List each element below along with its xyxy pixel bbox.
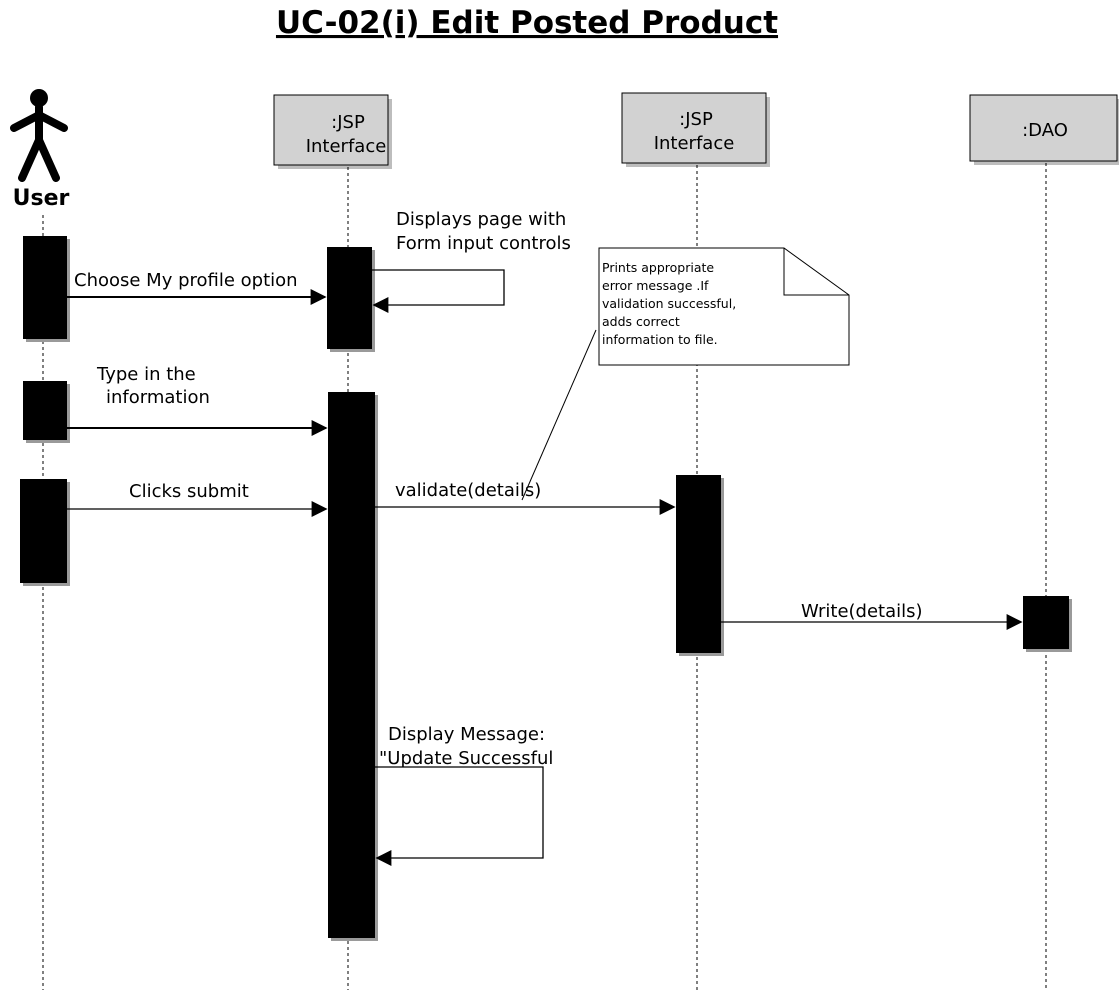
note: Prints appropriate error message .If val…	[521, 247, 850, 501]
diagram-title: UC-02(i) Edit Posted Product	[276, 5, 778, 41]
participant-jsp-interface-2: :JSP Interface	[621, 92, 770, 167]
message-label: Displays page with	[396, 209, 566, 230]
activation-jsp1-2	[328, 392, 378, 941]
message-label: Form input controls	[396, 233, 571, 254]
participant-label: :JSP	[331, 112, 365, 133]
message-label: Clicks submit	[129, 481, 249, 502]
participant-label: :JSP	[679, 109, 713, 130]
participant-label: Interface	[654, 133, 735, 154]
message-arrow	[372, 269, 505, 313]
actor-label: User	[13, 186, 70, 211]
activation-dao	[1023, 596, 1072, 652]
participant-label: :DAO	[1022, 120, 1068, 141]
message-label: "Update Successful	[379, 748, 553, 769]
message-label: Choose My profile option	[74, 270, 298, 291]
activation-user-2	[23, 381, 70, 443]
message-arrow	[375, 766, 544, 866]
activation-user-1	[23, 236, 70, 342]
participant-dao: :DAO	[969, 94, 1119, 165]
note-connector	[521, 329, 597, 501]
note-line: adds correct	[602, 314, 680, 329]
note-line: error message .If	[602, 278, 709, 293]
message-label: validate(details)	[395, 480, 541, 501]
participant-jsp-interface-1: :JSP Interface	[273, 94, 392, 169]
message-label: Display Message:	[388, 724, 545, 745]
user-actor-icon	[10, 89, 68, 182]
message-label: Write(details)	[801, 601, 923, 622]
note-line: Prints appropriate	[602, 260, 714, 275]
note-line: validation successful,	[602, 296, 736, 311]
activation-user-3	[20, 479, 70, 586]
message-label: information	[106, 387, 210, 408]
note-line: information to file.	[602, 332, 718, 347]
activation-jsp2	[676, 475, 724, 656]
activation-jsp1-1	[327, 247, 375, 352]
message-label: Type in the	[96, 364, 196, 385]
participant-label: Interface	[306, 136, 387, 157]
